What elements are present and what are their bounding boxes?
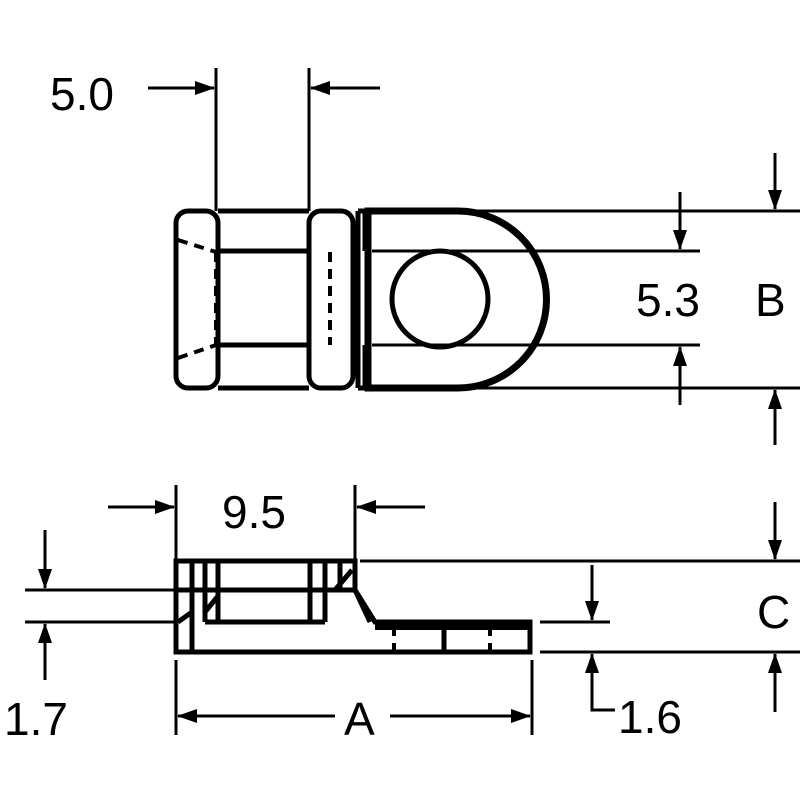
- dim-label-A: A: [344, 693, 375, 745]
- dim-label-5-3: 5.3: [636, 274, 700, 326]
- top-view: 5.0 5.3 B: [50, 68, 800, 445]
- dim-label-9-5: 9.5: [222, 486, 286, 538]
- dim-label-B: B: [755, 274, 786, 326]
- dim-label-C: C: [757, 586, 790, 638]
- dim-label-5-0: 5.0: [50, 68, 114, 120]
- mounting-hole: [389, 248, 491, 350]
- side-view: 9.5 1.7 C 1.6 A: [4, 485, 800, 745]
- side-outline: [173, 558, 533, 655]
- left-ear: [173, 208, 221, 391]
- dim-label-1-6: 1.6: [618, 691, 682, 743]
- middle-block: [306, 208, 356, 391]
- ring-lug: [364, 207, 550, 392]
- dim-label-1-7: 1.7: [4, 693, 68, 745]
